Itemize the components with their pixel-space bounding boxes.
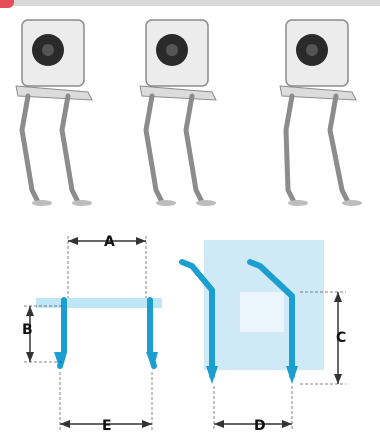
right-leg-tip	[146, 352, 158, 370]
dim-d-arrow-right	[282, 420, 292, 428]
side-leg-right-tip	[286, 366, 298, 384]
speaker-center	[42, 44, 54, 56]
dim-e-arrow-left	[60, 420, 70, 428]
product-photo-1	[15, 19, 93, 206]
header-strip	[0, 0, 380, 6]
side-leg-right	[247, 259, 295, 379]
photo-foot	[156, 200, 176, 206]
dim-c-arrow-bottom	[334, 374, 342, 384]
dim-label-c: C	[336, 330, 347, 346]
side-view-diagram	[179, 240, 346, 430]
dim-b-arrow-bottom	[26, 352, 34, 362]
mount-bar-shade	[36, 298, 162, 308]
photo-foot	[32, 200, 52, 206]
speaker-center	[166, 44, 178, 56]
mount-bracket	[15, 85, 93, 101]
photo-leg	[19, 93, 41, 205]
inner-box	[240, 292, 284, 332]
left-leg-tip	[54, 352, 66, 370]
product-photo-3	[279, 19, 362, 206]
side-leg-left-tip	[206, 366, 218, 384]
dim-label-d: D	[254, 418, 266, 434]
speaker-center	[306, 44, 318, 56]
dim-label-a: A	[104, 234, 115, 250]
dim-a-arrow-right	[136, 237, 146, 245]
dim-d-arrow-left	[214, 420, 224, 428]
photo-foot	[288, 200, 308, 206]
photo-foot	[72, 200, 92, 206]
dim-e-arrow-right	[142, 420, 152, 428]
dim-label-e: E	[102, 418, 112, 434]
dim-label-b: B	[22, 322, 33, 338]
dim-c-arrow-top	[334, 292, 342, 302]
photo-foot	[196, 200, 216, 206]
mount-bracket	[139, 85, 217, 101]
photo-foot	[342, 200, 362, 206]
photo-leg	[59, 93, 81, 205]
photo-leg	[327, 93, 351, 205]
photo-leg	[143, 93, 165, 205]
header-badge	[0, 0, 14, 8]
photo-leg	[183, 93, 205, 205]
front-view-diagram	[24, 236, 162, 430]
photo-leg	[283, 93, 297, 205]
dim-b-arrow-top	[26, 306, 34, 316]
product-photo-2	[139, 19, 217, 206]
dim-a-arrow-left	[68, 237, 78, 245]
side-leg-left	[179, 259, 215, 379]
